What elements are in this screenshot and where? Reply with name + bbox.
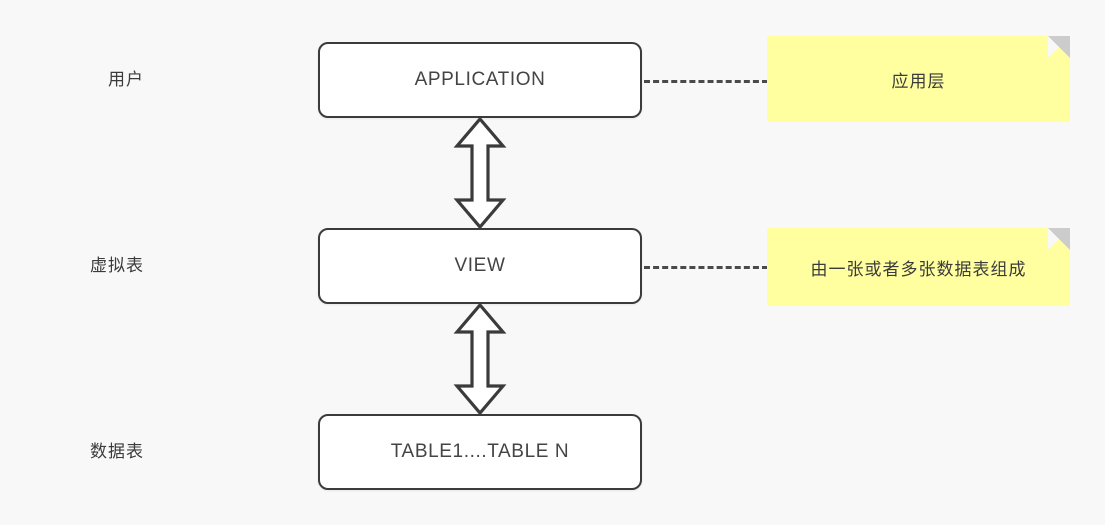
row-label-user: 用户 [108,70,144,89]
connector-application-to-note [644,80,768,83]
row-label-virtual-table: 虚拟表 [90,256,144,275]
box-tables-label: TABLE1....TABLE N [390,441,570,462]
box-view-label: VIEW [454,255,506,276]
connector-view-to-note [644,266,768,269]
box-tables[interactable]: TABLE1....TABLE N [318,414,642,490]
note-view-composition[interactable]: 由一张或者多张数据表组成 [767,228,1070,306]
double-arrow-application-view [449,116,511,230]
note-view-composition-text: 由一张或者多张数据表组成 [810,259,1027,279]
double-arrow-view-tables [449,302,511,416]
box-application-label: APPLICATION [414,69,546,90]
box-application[interactable]: APPLICATION [318,42,642,118]
note-application-layer[interactable]: 应用层 [767,36,1070,122]
note-fold-corner-icon [1048,36,1070,58]
row-label-data-table: 数据表 [90,442,144,461]
note-application-layer-text: 应用层 [891,71,946,91]
box-view[interactable]: VIEW [318,228,642,304]
note-fold-corner-icon [1048,228,1070,250]
